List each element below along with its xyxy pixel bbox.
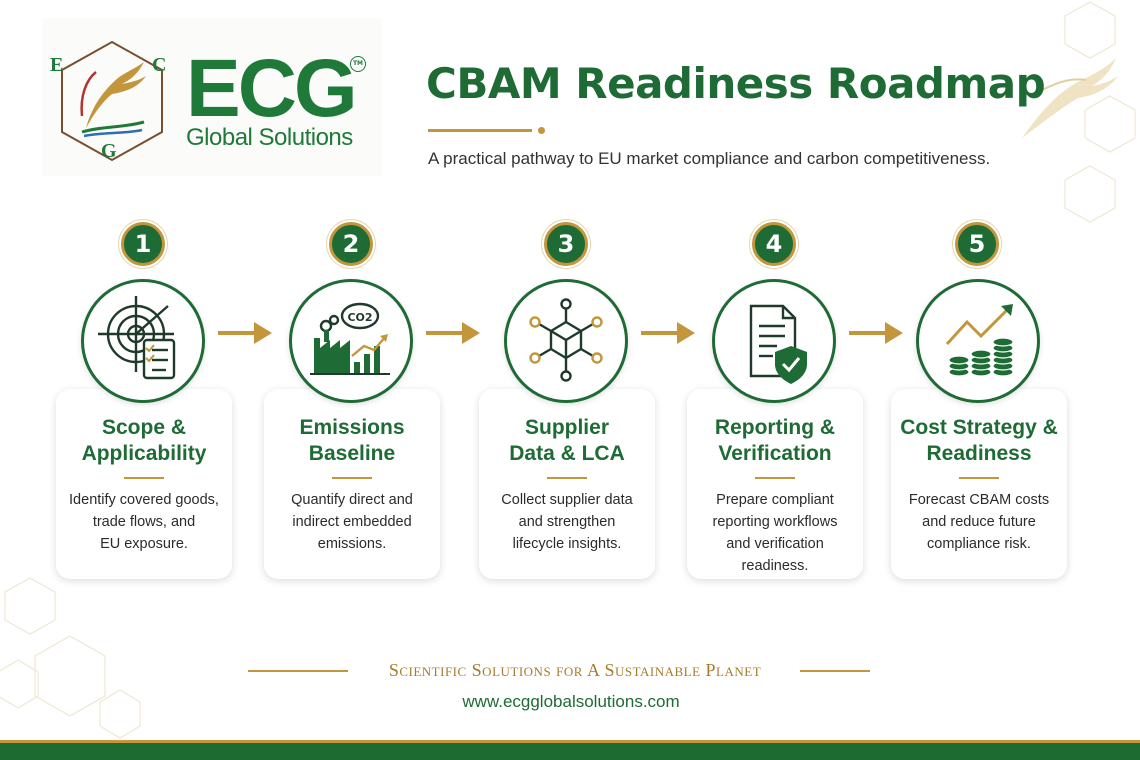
step-1-number: 1 xyxy=(121,222,165,266)
page-title: CBAM Readiness Roadmap xyxy=(426,59,1046,108)
page-subtitle: A practical pathway to EU market complia… xyxy=(428,149,991,168)
co2-label: CO2 xyxy=(347,311,372,324)
tagline-rule-left xyxy=(248,670,348,672)
step-2-title: Emissions Baseline xyxy=(299,416,405,465)
step-1-divider xyxy=(124,477,164,479)
step-4-title: Reporting & Verification xyxy=(714,416,836,465)
bird-decoration-icon xyxy=(1022,58,1118,138)
website-link[interactable]: www.ecgglobalsolutions.com xyxy=(462,692,680,711)
step-3-icon-circle xyxy=(504,279,628,403)
title-underline-dot xyxy=(538,127,545,134)
logo-brand-text: ECG xyxy=(186,43,358,134)
footer-gold-bar xyxy=(0,740,1140,743)
step-5-number: 5 xyxy=(955,222,999,266)
arrow-right-icon xyxy=(218,322,272,344)
step-4-icon-circle xyxy=(712,279,836,403)
step-1-icon-circle xyxy=(81,279,205,403)
step-5-title: Cost Strategy & Readiness xyxy=(900,416,1058,465)
step-4-divider xyxy=(755,477,795,479)
target-checklist-icon xyxy=(98,296,176,380)
step-3-description: Collect supplier data and strengthen lif… xyxy=(501,492,633,552)
supply-network-icon xyxy=(529,298,603,382)
step-1-title: Scope & Applicability xyxy=(81,416,207,465)
logo-panel xyxy=(42,18,382,176)
logo-subtitle: Global Solutions xyxy=(186,124,353,151)
step-1-card: Scope & Applicability Identify covered g… xyxy=(56,389,232,579)
trademark-badge: TM xyxy=(350,56,366,72)
logo-hexagon-icon xyxy=(61,40,163,162)
step-2-divider xyxy=(332,477,372,479)
step-3-divider xyxy=(547,477,587,479)
arrow-right-icon xyxy=(426,322,480,344)
step-3-title: Supplier Data & LCA xyxy=(509,416,625,465)
logo-letter-e: E xyxy=(50,54,64,76)
step-5-description: Forecast CBAM costs and reduce future co… xyxy=(908,492,1050,552)
tagline: Scientific Solutions for A Sustainable P… xyxy=(388,660,762,680)
factory-co2-icon: CO2 xyxy=(310,302,390,375)
step-2-icon-circle: CO2 xyxy=(289,279,413,403)
report-shield-icon xyxy=(749,304,807,384)
step-3-number: 3 xyxy=(544,222,588,266)
step-5-divider xyxy=(959,477,999,479)
arrow-right-icon xyxy=(849,322,903,344)
footer-green-bar xyxy=(0,743,1140,760)
step-5-icon-circle xyxy=(916,279,1040,403)
step-2-number: 2 xyxy=(329,222,373,266)
step-4-card: Reporting & Verification Prepare complia… xyxy=(687,389,863,579)
step-2-description: Quantify direct and indirect embedded em… xyxy=(291,492,413,552)
logo-letter-c: C xyxy=(152,54,167,76)
step-2-card: Emissions Baseline Quantify direct and i… xyxy=(264,389,440,579)
step-1-description: Identify covered goods, trade flows, and… xyxy=(69,492,219,552)
step-4-description: Prepare compliant reporting workflows an… xyxy=(712,492,838,574)
arrow-right-icon xyxy=(641,322,695,344)
title-underline xyxy=(428,129,532,132)
step-3-card: Supplier Data & LCA Collect supplier dat… xyxy=(479,389,655,579)
cost-growth-icon xyxy=(945,304,1014,377)
logo-letter-g: G xyxy=(101,140,117,162)
tagline-rule-right xyxy=(800,670,870,672)
step-5-card: Cost Strategy & Readiness Forecast CBAM … xyxy=(891,389,1067,579)
step-4-number: 4 xyxy=(752,222,796,266)
